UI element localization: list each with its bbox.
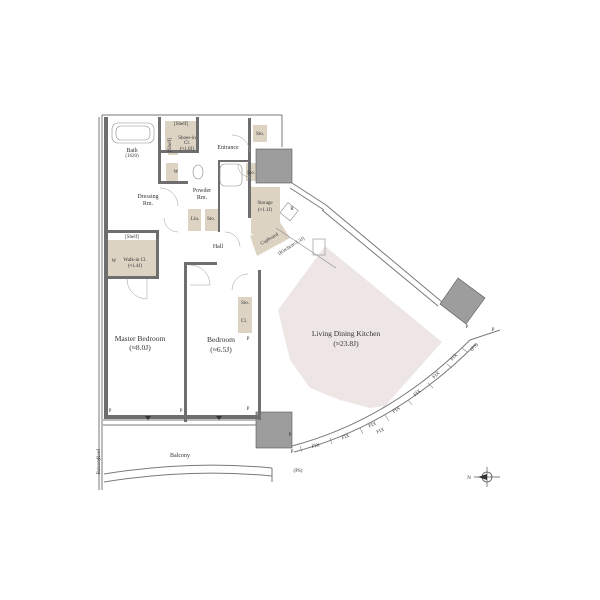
label-shelf-top: [Shelf] xyxy=(174,122,188,127)
compass-icon: N xyxy=(467,467,500,487)
label-dressing-room: Dressing xyxy=(137,194,158,200)
label-entrance: Entrance xyxy=(217,145,239,151)
label-pipe-ldk: P xyxy=(466,325,469,330)
label-wc-mark: W xyxy=(174,170,179,175)
label-roof-note-2: Balcony xyxy=(97,457,102,474)
fix-label: FIX xyxy=(450,353,459,363)
label-powder-room: Powder xyxy=(193,188,211,194)
label-walk-in-cl-area: (≈1.4J) xyxy=(128,264,143,269)
label-pipe-bedroom: P xyxy=(247,337,250,342)
fix-label: FIX xyxy=(368,421,378,429)
fix-label: FIX xyxy=(413,389,423,398)
label-sto-entrance: Sto. xyxy=(256,132,264,137)
label-storage: Storage xyxy=(257,201,273,206)
fixtures xyxy=(111,122,337,269)
label-shelf-side: [Shelf] xyxy=(168,138,173,152)
label-pipe-corner: P xyxy=(492,328,495,333)
label-shoes-in: Shoes-in xyxy=(178,136,196,141)
door-swings xyxy=(126,134,251,300)
label-shoes-in-2: Cl. xyxy=(184,141,190,146)
fix-window-ticks xyxy=(299,347,468,453)
label-sash-note-2: (PS) xyxy=(470,343,480,353)
label-dressing-room-2: Rm. xyxy=(143,201,154,207)
label-bath: Bath xyxy=(126,148,137,154)
label-roof-note: Roof xyxy=(97,449,102,459)
label-bath-note: (1620) xyxy=(125,154,139,159)
label-sash-note: (PS) xyxy=(294,469,303,474)
label-walk-in-cl: Walk-in Cl. xyxy=(123,258,146,263)
window-markers xyxy=(145,416,222,420)
label-bedroom-area: (≈6.5J) xyxy=(210,345,232,354)
fix-labels: FIX FIX FIX FIX FIX FIX FIX FIX xyxy=(311,353,459,450)
label-sto-powder: Sto. xyxy=(247,171,255,176)
label-sto-bedroom: Sto. xyxy=(241,301,249,306)
label-pipe-bed-right: P xyxy=(247,407,250,412)
label-pipe-balcony: P xyxy=(291,450,294,455)
pipe-shafts xyxy=(255,148,486,449)
fix-label: FIX xyxy=(392,406,402,415)
interior-walls xyxy=(104,117,261,422)
label-lin: Lin. xyxy=(191,217,199,222)
label-pipe-bed-left: P xyxy=(180,409,183,414)
label-storage-area: (≈1.1J) xyxy=(258,208,273,213)
label-shoes-in-area: (≈1.0J) xyxy=(180,147,195,152)
label-master-bedroom: Master Bedroom xyxy=(115,334,166,343)
label-ldk-area: (≈23.8J) xyxy=(333,339,359,348)
compass-north-label: N xyxy=(467,476,471,481)
label-pipe-master: P xyxy=(109,409,112,414)
label-sto-hall: Sto. xyxy=(207,217,215,222)
label-wic-mark: W xyxy=(112,259,117,264)
exterior-walls xyxy=(98,114,501,490)
fix-label: FIX xyxy=(432,371,442,380)
label-refrigerator: R xyxy=(290,207,294,212)
label-cl-bedroom: Cl. xyxy=(241,319,247,324)
label-shelf-wic: [Shelf] xyxy=(125,235,139,240)
ldk-floor-area xyxy=(278,246,442,408)
label-powder-room-2: Rm. xyxy=(197,195,208,201)
label-hall: Hall xyxy=(213,244,224,250)
fix-label: FIX xyxy=(311,443,320,450)
label-master-bedroom-area: (≈8.0J) xyxy=(129,343,151,352)
label-pipe-ldk-2: P xyxy=(289,433,292,438)
fix-label: FIX xyxy=(341,434,351,442)
label-balcony: Balcony xyxy=(170,453,190,459)
storage-fills xyxy=(108,121,290,333)
label-bedroom: Bedroom xyxy=(207,335,235,344)
fix-label: FIX xyxy=(376,427,386,435)
label-ldk: Living Dining Kitchen xyxy=(312,329,381,338)
